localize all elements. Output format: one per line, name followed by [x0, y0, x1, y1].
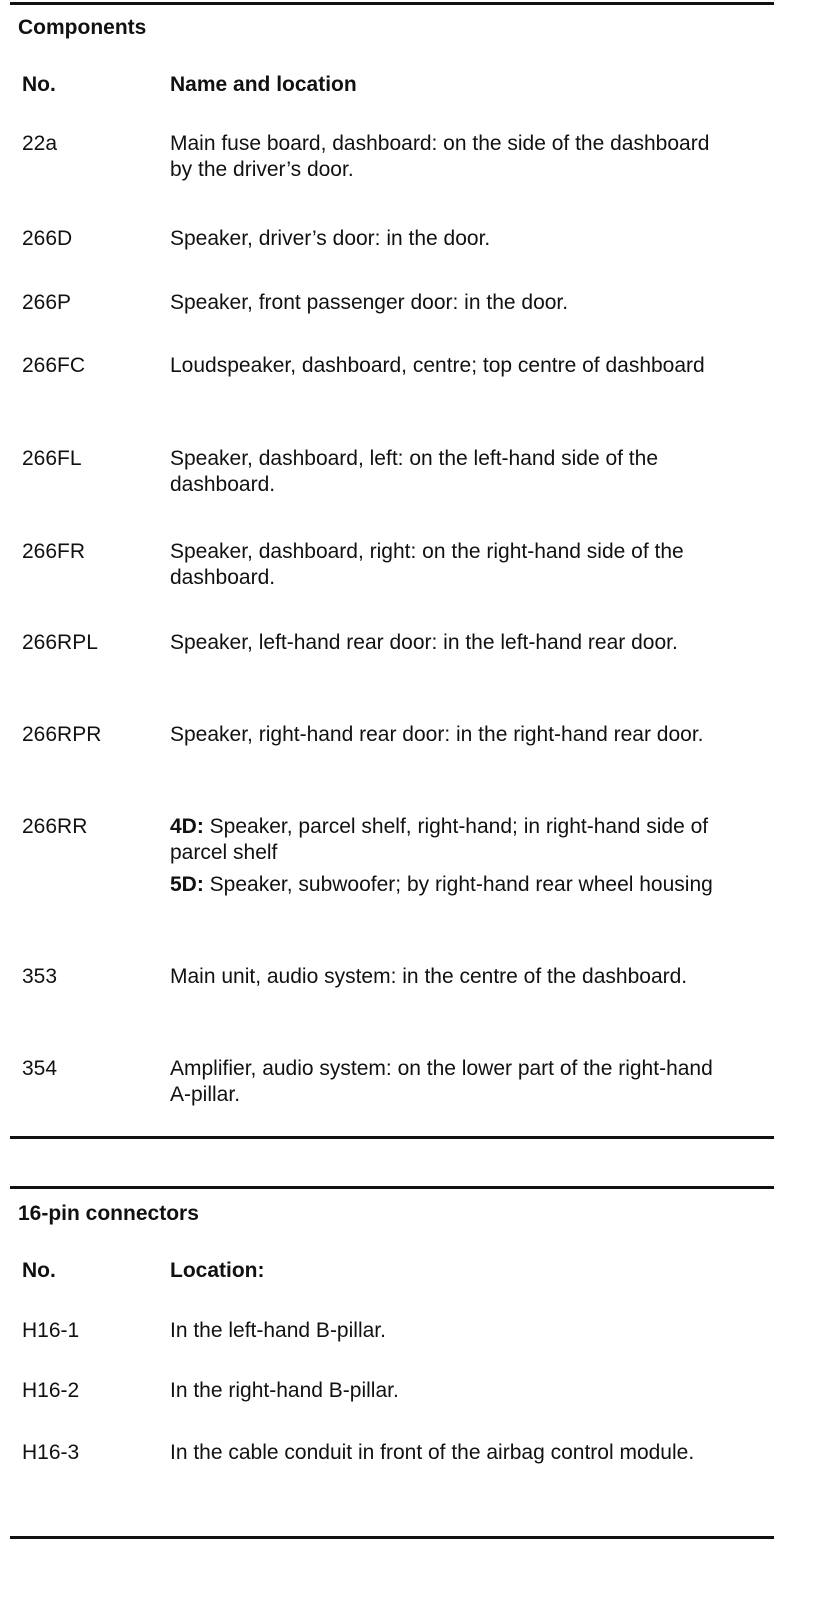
- component-desc: Speaker, driver’s door: in the door.: [170, 227, 491, 250]
- connector-no: H16-2: [22, 1379, 80, 1402]
- component-no: 266RR: [22, 815, 88, 838]
- component-no: 266FL: [22, 447, 82, 470]
- connector-desc: In the left-hand B-pillar.: [170, 1319, 386, 1342]
- bottom-rule: [10, 1136, 774, 1139]
- component-no: 354: [22, 1057, 58, 1080]
- bottom-rule: [10, 1536, 774, 1539]
- component-desc: Main fuse board, dashboard: on the side …: [170, 132, 710, 181]
- header-name-location: Name and location: [170, 73, 357, 96]
- component-desc: Loudspeaker, dashboard, centre; top cent…: [170, 354, 705, 377]
- connector-desc: In the right-hand B-pillar.: [170, 1379, 399, 1402]
- component-desc: Speaker, dashboard, right: on the right-…: [170, 540, 684, 589]
- component-desc-multi: 4D: Speaker, parcel shelf, right-hand; i…: [170, 814, 730, 898]
- component-desc: Speaker, right-hand rear door: in the ri…: [170, 723, 704, 746]
- header-no: No.: [22, 1259, 56, 1282]
- component-desc: Amplifier, audio system: on the lower pa…: [170, 1057, 713, 1106]
- component-no: 266FR: [22, 540, 86, 563]
- component-desc: Main unit, audio system: in the centre o…: [170, 965, 688, 988]
- components-section: Components No. Name and location 22a Mai…: [10, 0, 774, 1140]
- component-no: 22a: [22, 132, 58, 155]
- component-no: 266D: [22, 227, 73, 250]
- header-location: Location:: [170, 1259, 265, 1282]
- variant-text: Speaker, subwoofer; by right-hand rear w…: [203, 873, 713, 896]
- component-desc: Speaker, front passenger door: in the do…: [170, 291, 569, 314]
- header-no: No.: [22, 73, 56, 96]
- components-title: Components: [18, 16, 147, 39]
- connectors-section: 16-pin connectors No. Location: H16-1 In…: [10, 1186, 774, 1606]
- component-desc: Speaker, dashboard, left: on the left-ha…: [170, 447, 659, 496]
- component-desc: Speaker, left-hand rear door: in the lef…: [170, 631, 678, 654]
- component-no: 266RPR: [22, 723, 102, 746]
- component-no: 353: [22, 965, 58, 988]
- component-no: 266RPL: [22, 631, 98, 654]
- variant-label: 5D:: [170, 873, 204, 896]
- variant-5d: 5D: Speaker, subwoofer; by right-hand re…: [170, 872, 730, 898]
- top-rule: [10, 1186, 774, 1189]
- component-no: 266FC: [22, 354, 86, 377]
- connector-desc: In the cable conduit in front of the air…: [170, 1441, 695, 1464]
- top-rule: [10, 2, 774, 5]
- variant-text: Speaker, parcel shelf, right-hand; in ri…: [170, 815, 709, 864]
- variant-label: 4D:: [170, 815, 204, 838]
- variant-4d: 4D: Speaker, parcel shelf, right-hand; i…: [170, 814, 730, 866]
- connector-no: H16-1: [22, 1319, 80, 1342]
- connectors-title: 16-pin connectors: [18, 1202, 199, 1225]
- connector-no: H16-3: [22, 1441, 80, 1464]
- component-no: 266P: [22, 291, 72, 314]
